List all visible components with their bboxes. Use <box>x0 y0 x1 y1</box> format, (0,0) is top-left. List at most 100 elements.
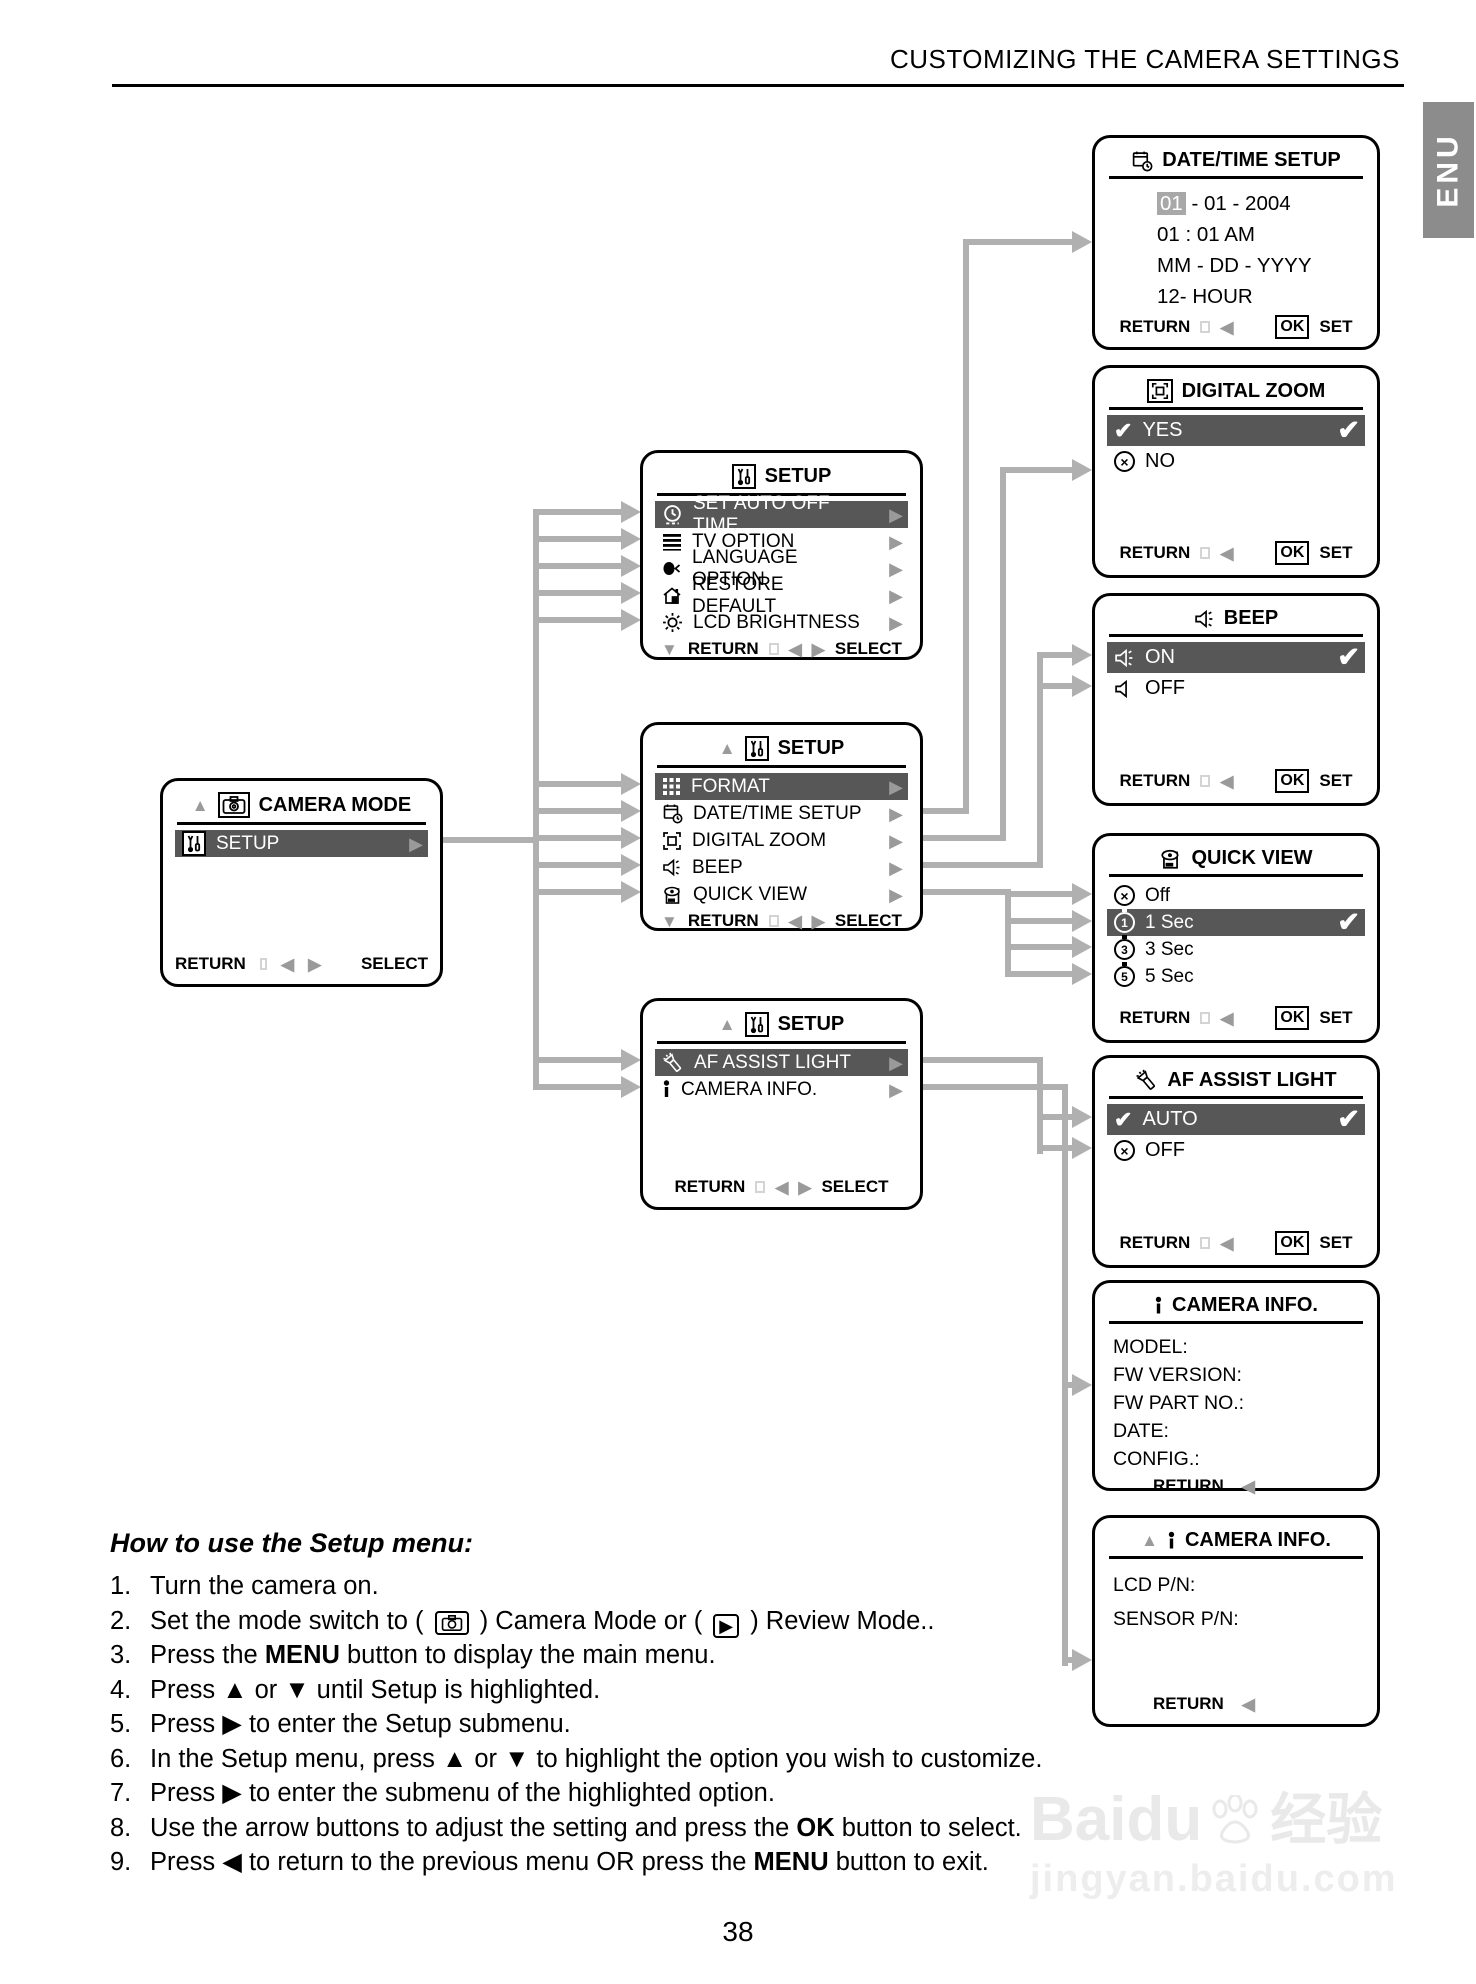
menu-key-icon <box>768 915 779 927</box>
submenu-arrow-icon: ▶ <box>889 1052 903 1073</box>
scroll-down-icon: ▼ <box>661 639 678 659</box>
back-arrow-icon: ◀ <box>1220 771 1234 791</box>
box-title: BEEP <box>1107 604 1365 632</box>
box-title: QUICK VIEW <box>1107 844 1365 872</box>
menu-key-icon <box>1200 1237 1211 1249</box>
language-tab: ENU <box>1423 102 1474 238</box>
box-title-label: SETUP <box>777 1013 845 1035</box>
title-rule <box>1109 1321 1363 1324</box>
connector-line <box>1008 891 1074 897</box>
connector-line <box>1000 467 1006 841</box>
return-label: RETURN <box>687 639 759 658</box>
info-line-lcd-pn: LCD P/N: <box>1113 1574 1196 1596</box>
return-label: RETURN <box>1119 771 1191 790</box>
box-title: ▲ SETUP <box>655 1009 908 1039</box>
connector-arrow-icon <box>621 501 641 523</box>
selected-check-icon: ✔ <box>1337 642 1360 672</box>
speaker-icon <box>1194 609 1215 629</box>
info-line-model: MODEL: <box>1113 1336 1188 1358</box>
info-line-sensor-pn: SENSOR P/N: <box>1113 1608 1239 1630</box>
connector-arrow-icon <box>1072 675 1092 697</box>
date-time-setup-screen: DATE/TIME SETUP 01 - 01 - 2004 01 : 01 A… <box>1092 135 1380 350</box>
instruction-step: 8. Use the arrow buttons to adjust the s… <box>110 1813 1022 1842</box>
connector-arrow-icon <box>621 582 641 604</box>
selected-check-icon: ✔ <box>1337 415 1360 445</box>
title-rule <box>1109 407 1363 410</box>
option-auto: ✔ AUTO ✔ <box>1107 1104 1365 1135</box>
calendar-clock-icon <box>1131 150 1153 172</box>
watermark-brand: Baidu <box>1030 1785 1203 1854</box>
connector-line <box>537 536 623 542</box>
return-label: RETURN <box>175 954 246 973</box>
scroll-up-icon: ▲ <box>718 739 736 758</box>
option-label: OFF <box>1145 1139 1185 1161</box>
stopwatch-1-icon: 1 <box>1114 908 1135 933</box>
quick-view-screen: QUICK VIEW × Off 1 1 Sec ✔ 3 3 Sec 5 5 S… <box>1092 833 1380 1043</box>
connector-line <box>537 889 623 895</box>
flashlight-icon <box>662 1052 684 1074</box>
menu-item-date-time-setup: DATE/TIME SETUP ▶ <box>655 800 908 827</box>
connector-arrow-icon <box>621 773 641 795</box>
connector-line <box>537 590 623 596</box>
connector-line <box>1062 1084 1068 1666</box>
instruction-step: 4. Press ▲ or ▼ until Setup is highlight… <box>110 1675 601 1704</box>
set-label: SET <box>1319 1233 1353 1252</box>
submenu-arrow-icon: ▶ <box>889 612 903 633</box>
instruction-step: 6. In the Setup menu, press ▲ or ▼ to hi… <box>110 1744 1043 1773</box>
info-line-config: CONFIG.: <box>1113 1448 1200 1470</box>
menu-item-digital-zoom: DIGITAL ZOOM ▶ <box>655 827 908 854</box>
back-arrow-icon: ◀ <box>1220 1008 1234 1028</box>
connector-line <box>1040 1114 1074 1120</box>
box-footer: RETURN ◀ <box>1107 1691 1365 1716</box>
menu-key-icon <box>1200 321 1211 333</box>
ok-button-label: OK <box>1275 1231 1310 1255</box>
menu-key-icon <box>1200 775 1211 787</box>
box-title-label: SETUP <box>764 465 832 487</box>
title-rule <box>1109 1556 1363 1559</box>
menu-key-icon <box>1200 1012 1211 1024</box>
box-title: ▲ SETUP <box>655 733 908 763</box>
box-footer: RETURN ◀ OK SET <box>1107 538 1365 567</box>
connector-line <box>1037 1057 1043 1154</box>
submenu-arrow-icon: ▶ <box>889 776 903 797</box>
cross-circle-icon: × <box>1114 451 1135 472</box>
connector-line <box>537 1084 623 1090</box>
option-label: 5 Sec <box>1145 965 1194 987</box>
box-footer: RETURN ◀ ▶ SELECT <box>655 1174 908 1199</box>
speaker-icon <box>662 858 682 877</box>
scroll-down-icon: ▼ <box>661 911 678 931</box>
connector-line <box>966 239 1074 245</box>
box-title-label: CAMERA INFO. <box>1184 1529 1331 1551</box>
speaker-off-icon <box>1114 679 1135 699</box>
connector-line <box>923 835 1006 841</box>
title-rule <box>657 493 906 496</box>
menu-button-label: MENU <box>753 1848 829 1876</box>
connector-arrow-icon <box>1072 1137 1092 1159</box>
instruction-step: 5. Press ▶ to enter the Setup submenu. <box>110 1710 571 1738</box>
connector-line <box>443 837 539 843</box>
connector-arrow-icon <box>621 1049 641 1071</box>
connector-arrow-icon <box>1072 231 1092 253</box>
box-title: ▲ CAMERA INFO. <box>1107 1526 1365 1554</box>
option-yes: ✔ YES ✔ <box>1107 415 1365 446</box>
connector-arrow-icon <box>621 609 641 631</box>
instructions: How to use the Setup menu: 1. Turn the c… <box>110 1528 1180 1880</box>
option-1-sec: 1 1 Sec ✔ <box>1107 908 1365 936</box>
submenu-arrow-icon: ▶ <box>889 504 903 525</box>
info-icon <box>1167 1531 1176 1551</box>
select-label: SELECT <box>834 911 902 930</box>
setup-tools-icon <box>731 464 756 489</box>
option-5-sec: 5 5 Sec <box>1107 962 1365 990</box>
cross-circle-icon: × <box>1114 1140 1135 1161</box>
menu-item-camera-info: CAMERA INFO. ▶ <box>655 1076 908 1103</box>
option-on: ON ✔ <box>1107 642 1365 673</box>
connector-arrow-icon <box>621 827 641 849</box>
box-title-label: BEEP <box>1223 607 1279 629</box>
connector-line <box>923 889 1011 895</box>
setup-menu-page-2: ▲ SETUP FORMAT ▶ DATE/TIME SETUP ▶ DIGIT… <box>640 722 923 931</box>
info-line-fw-part-no: FW PART NO.: <box>1113 1392 1245 1414</box>
camera-info-screen-1: CAMERA INFO. MODEL: FW VERSION: FW PART … <box>1092 1280 1380 1495</box>
header-rule <box>112 84 1404 87</box>
back-arrow-icon: ◀ <box>1220 1233 1234 1253</box>
menu-item-label: SETUP <box>216 832 280 854</box>
